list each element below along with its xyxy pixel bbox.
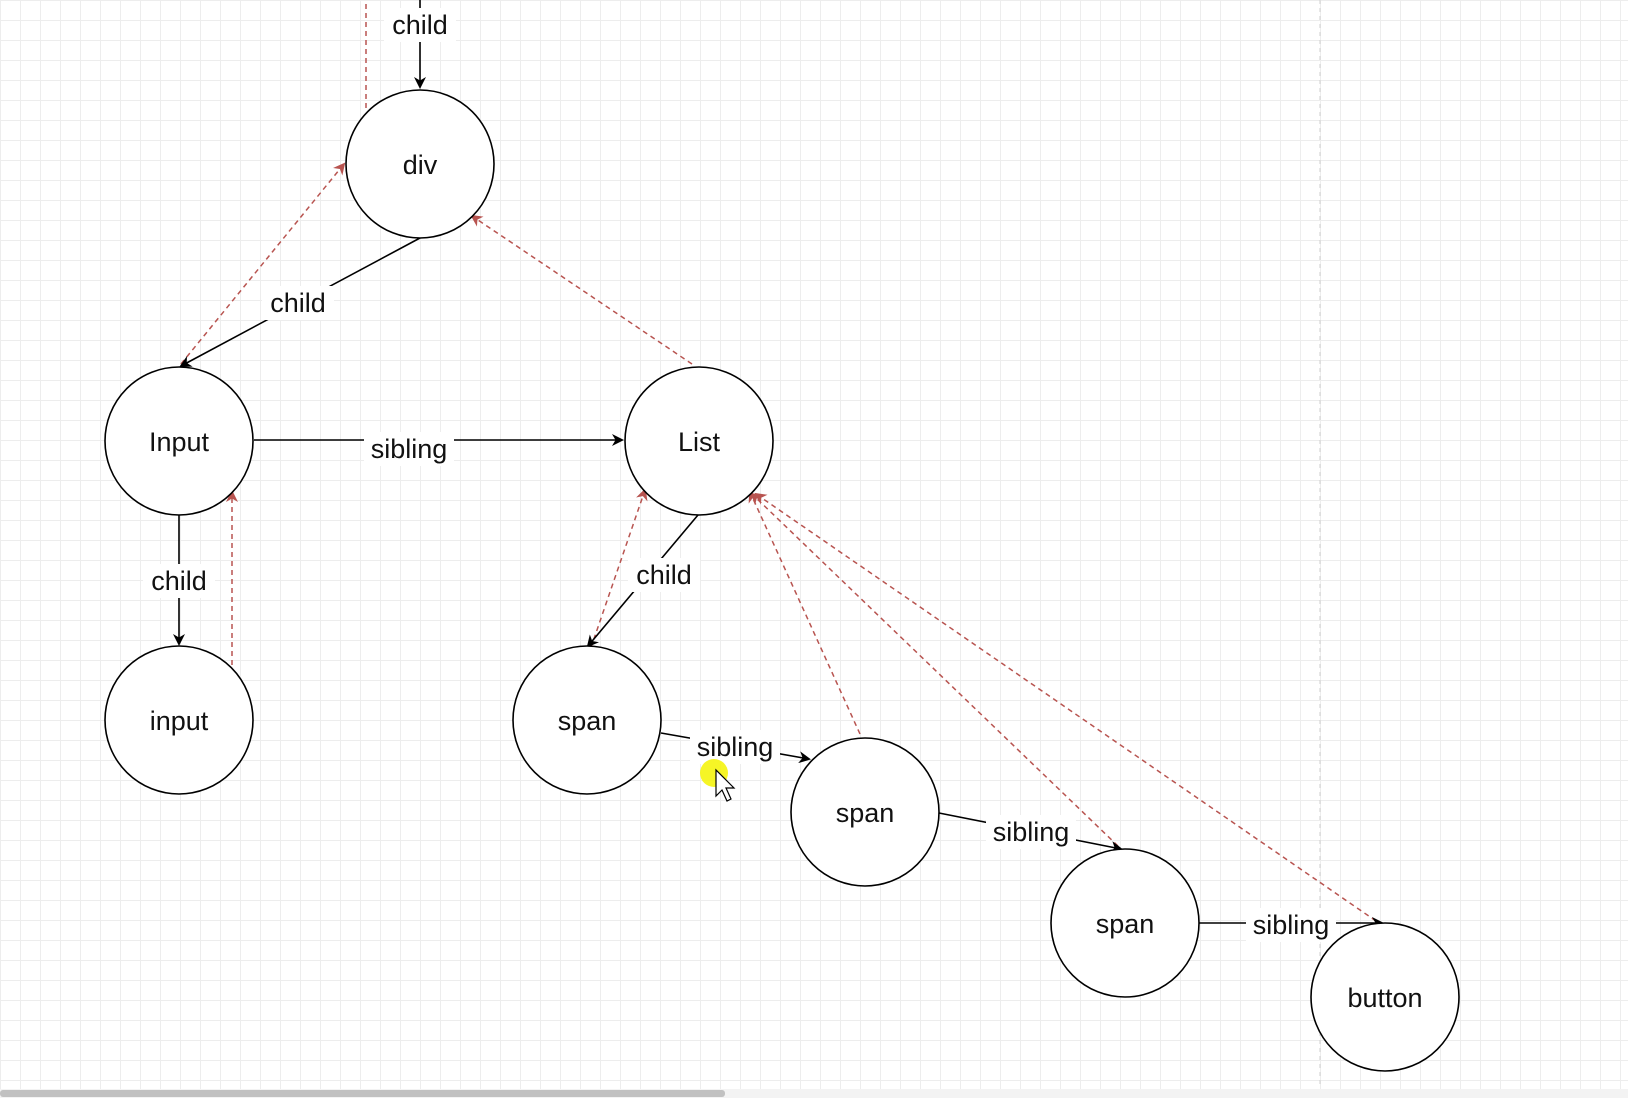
node-span-1[interactable]: span <box>512 645 662 795</box>
return-edge-list-div <box>470 214 693 365</box>
svg-text:List: List <box>678 427 721 457</box>
node-input-component[interactable]: Input <box>104 366 254 516</box>
edge-label-div-input: child <box>262 286 334 320</box>
svg-text:div: div <box>403 150 438 180</box>
return-edge-input-div <box>180 162 346 365</box>
edge-label-list-span1: child <box>628 558 700 592</box>
horizontal-scrollbar[interactable] <box>0 1089 1628 1098</box>
edge-label-input-inputel: child <box>143 564 215 598</box>
return-edge-span3-list <box>750 492 1119 847</box>
svg-text:span: span <box>1096 909 1155 939</box>
svg-text:span: span <box>558 706 617 736</box>
svg-text:child: child <box>636 560 692 590</box>
node-list[interactable]: List <box>624 366 774 516</box>
node-div[interactable]: div <box>345 89 495 239</box>
horizontal-scrollbar-thumb[interactable] <box>0 1090 725 1097</box>
edge-label-span2-span3: sibling <box>986 815 1076 849</box>
svg-text:child: child <box>151 566 207 596</box>
svg-text:child: child <box>392 10 448 40</box>
svg-text:Input: Input <box>149 427 210 457</box>
edge-label-span1-span2: sibling <box>690 730 780 764</box>
svg-text:sibling: sibling <box>993 817 1070 847</box>
node-span-3[interactable]: span <box>1050 848 1200 998</box>
node-input-element[interactable]: input <box>104 645 254 795</box>
svg-text:child: child <box>270 288 326 318</box>
edge-label-input-list: sibling <box>364 432 454 466</box>
node-span-2[interactable]: span <box>790 737 940 887</box>
node-button[interactable]: button <box>1310 922 1460 1072</box>
svg-text:sibling: sibling <box>697 732 774 762</box>
mouse-cursor-icon <box>700 759 736 802</box>
edge-label-top-child: child <box>384 8 456 42</box>
svg-text:sibling: sibling <box>371 434 448 464</box>
svg-text:span: span <box>836 798 895 828</box>
edge-label-span3-button: sibling <box>1246 908 1336 942</box>
svg-text:button: button <box>1347 983 1422 1013</box>
svg-text:input: input <box>150 706 209 736</box>
svg-text:sibling: sibling <box>1253 910 1330 940</box>
